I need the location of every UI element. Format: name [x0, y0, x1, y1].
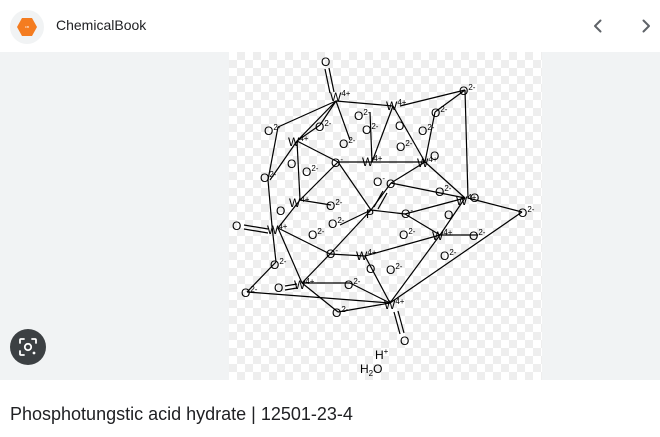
atom-label: O2- [435, 184, 452, 199]
atom-label: W4+ [384, 297, 405, 312]
image-title[interactable]: Phosphotungstic acid hydrate | 12501-23-… [10, 404, 353, 424]
atom-label: P [366, 207, 374, 221]
previous-button[interactable] [584, 12, 612, 40]
atom-label: W4+ [294, 277, 315, 292]
atom-label: O [430, 149, 439, 163]
image-viewer: O W4+ W4+ O2- O2- O2- O2- O2- O O2- O2- … [0, 52, 660, 380]
atom-label: O- [401, 206, 413, 221]
atom-label: W4+ [456, 193, 477, 208]
atom-label: O2- [241, 285, 258, 300]
atom-label: O2- [332, 305, 349, 320]
atom-label: O [321, 55, 330, 69]
atom-label: W4+ [356, 248, 377, 263]
atom-label: O2- [440, 248, 457, 263]
atom-label: O2- [354, 108, 371, 123]
atom-label: O2- [328, 216, 345, 231]
atom-label: O [366, 262, 375, 276]
atom-label: W4+ [362, 154, 383, 169]
atom-label: O2- [308, 227, 325, 242]
bonds [243, 67, 523, 335]
atom-label: O- [331, 155, 343, 170]
atom-label: O [274, 281, 283, 295]
atom-label: O2- [339, 136, 356, 151]
structure-image[interactable]: O W4+ W4+ O2- O2- O2- O2- O2- O O2- O2- … [229, 52, 542, 380]
atom-label: W4+ [288, 134, 309, 149]
atom-label: O2- [518, 205, 535, 220]
atom-label: W4+ [289, 195, 310, 210]
atom-label: O- [373, 174, 385, 189]
proton-label: H+ [375, 347, 389, 362]
atom-label: W4+ [386, 98, 407, 113]
water-label: H2O [360, 362, 382, 378]
atom-label: O2- [302, 164, 319, 179]
chemicalbook-logo-icon: CB [17, 18, 37, 36]
atom-label: O [400, 334, 409, 348]
atom-label: O [276, 204, 285, 218]
atom-labels: O W4+ W4+ O2- O2- O2- O2- O2- O O2- O2- … [232, 55, 535, 378]
atom-label: O2- [469, 228, 486, 243]
atom-label: O2- [418, 123, 435, 138]
atom-label: O2- [386, 262, 403, 277]
header: CB ChemicalBook [0, 0, 660, 52]
phosphotungstic-acid-structure-icon: O W4+ W4+ O2- O2- O2- O2- O2- O O2- O2- … [232, 55, 535, 378]
atom-label: O [395, 119, 404, 133]
next-button[interactable] [632, 12, 660, 40]
atom-label: O2- [270, 257, 287, 272]
atom-label: O [444, 208, 453, 222]
atom-label: O2- [315, 119, 332, 134]
atom-label: O2- [260, 170, 277, 185]
atom-label: O [386, 177, 395, 191]
chevron-right-icon [642, 19, 650, 33]
atom-label: O2- [362, 122, 379, 137]
atom-label: O2- [459, 83, 476, 98]
atom-label: W4+ [267, 222, 288, 237]
atom-label: O [287, 157, 296, 171]
atom-label: O [470, 191, 479, 205]
atom-label: O2- [326, 198, 343, 213]
atom-label: O2- [396, 139, 413, 154]
chevron-left-icon [594, 19, 602, 33]
atom-label: O2- [264, 123, 281, 138]
atom-label: O2- [431, 105, 448, 120]
lens-search-button[interactable] [10, 329, 46, 365]
atom-label: O2- [344, 277, 361, 292]
lens-search-icon [19, 338, 37, 356]
atom-label: O- [326, 246, 338, 261]
atom-label: O [232, 219, 241, 233]
site-name[interactable]: ChemicalBook [56, 17, 147, 33]
atom-label: W4+ [432, 228, 453, 243]
atom-label: W4+ [417, 155, 438, 170]
site-logo[interactable]: CB [10, 10, 44, 44]
atom-label: W4+ [330, 89, 351, 104]
atom-label: O2- [399, 227, 416, 242]
